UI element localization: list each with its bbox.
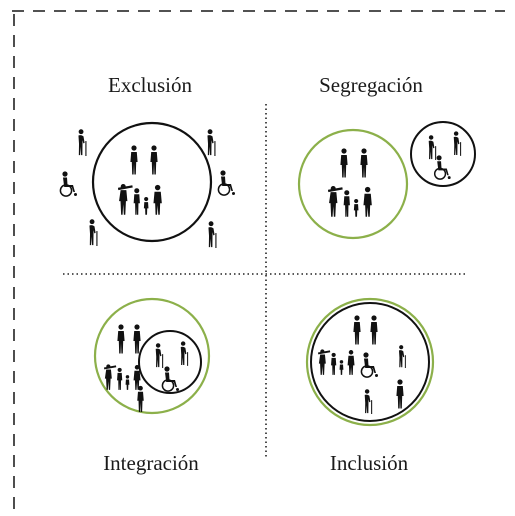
elderly-with-cane-icon <box>398 345 406 368</box>
person-icon <box>130 145 138 175</box>
label-inclusion: Inclusión <box>330 451 409 475</box>
person-icon <box>353 315 361 345</box>
community-circle <box>305 297 435 427</box>
person-icon <box>370 315 378 345</box>
quadrant-exclusion <box>59 121 236 248</box>
family-group-icon <box>318 349 355 375</box>
person-icon <box>340 148 348 178</box>
wheelchair-user-icon <box>360 352 379 378</box>
segregated-group-circle <box>410 121 476 187</box>
community-circle <box>297 128 409 240</box>
quadrant-segregation <box>297 121 476 240</box>
wheelchair-user-icon <box>161 366 180 392</box>
elderly-with-cane-icon <box>89 219 98 246</box>
elderly-with-cane-icon <box>78 129 87 156</box>
family-group-icon <box>104 364 141 390</box>
quadrant-inclusion <box>305 297 435 427</box>
dashed-frame <box>12 10 505 516</box>
community-circle <box>93 297 211 415</box>
person-icon <box>117 324 125 354</box>
person-icon <box>150 145 158 175</box>
wheelchair-user-icon <box>433 155 452 180</box>
elderly-with-cane-icon <box>453 131 462 156</box>
elderly-with-cane-icon <box>208 221 217 248</box>
label-segregation: Segregación <box>319 73 423 97</box>
elderly-with-cane-icon <box>180 341 189 366</box>
wheelchair-user-icon <box>217 170 236 196</box>
person-icon <box>360 148 368 178</box>
elderly-with-cane-icon <box>207 129 216 156</box>
wheelchair-user-icon <box>59 171 78 197</box>
elderly-with-cane-icon <box>428 135 437 160</box>
elderly-with-cane-icon <box>155 343 164 368</box>
family-group-icon <box>118 184 162 215</box>
integrated-group-circle <box>138 330 202 394</box>
person-icon <box>133 324 141 354</box>
inclusive-circle <box>310 302 430 422</box>
person-icon <box>396 379 404 409</box>
elderly-with-cane-icon <box>364 389 373 414</box>
label-integration: Integración <box>103 451 199 475</box>
quadrant-integration <box>93 297 211 415</box>
label-exclusion: Exclusión <box>108 73 192 97</box>
majority-circle <box>91 121 213 243</box>
family-group-icon <box>328 186 372 217</box>
